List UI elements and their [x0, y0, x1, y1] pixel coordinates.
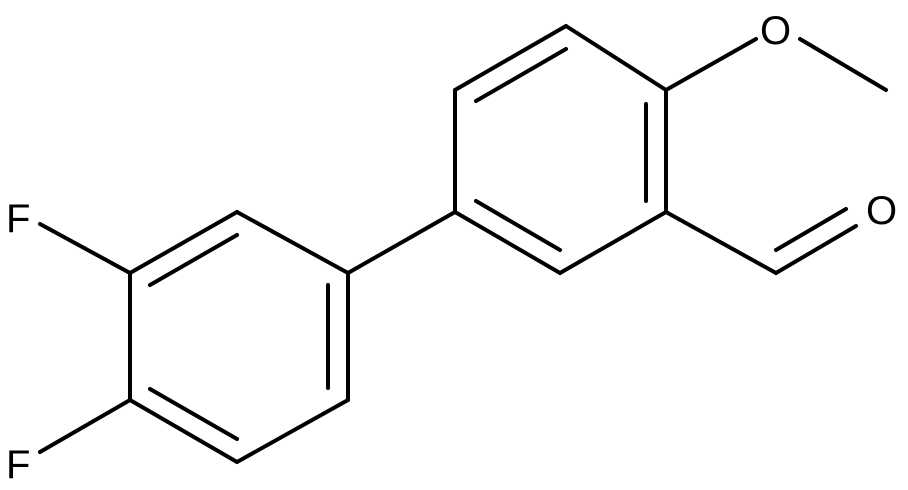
double-bond-inner [474, 47, 568, 103]
double-bond-inner [148, 387, 239, 441]
biaryl-bond [346, 210, 457, 275]
fluorine-label-top: F [6, 197, 30, 241]
c-o-double-bond [774, 224, 858, 275]
bond [558, 210, 668, 275]
ring-right [453, 24, 668, 275]
fluorine-label-bottom: F [6, 443, 30, 487]
ring-left [128, 210, 350, 464]
bond [453, 210, 562, 275]
bond [453, 24, 568, 92]
bond [235, 398, 350, 464]
c-cho-bond [664, 210, 778, 275]
bond [235, 210, 350, 275]
bond [128, 398, 239, 464]
o-ch3-bond [798, 37, 888, 92]
c-f-bond [38, 222, 132, 275]
bond [128, 210, 239, 275]
bond [564, 24, 668, 92]
double-bond-inner [148, 233, 239, 287]
c-o-double-bond-inner [774, 207, 848, 252]
c-f-bond [38, 398, 132, 454]
oxygen-aldehyde-label: O [866, 189, 897, 233]
oxygen-methoxy-label: O [760, 9, 791, 53]
double-bond-inner [474, 199, 562, 252]
c-o-bond [664, 37, 758, 92]
